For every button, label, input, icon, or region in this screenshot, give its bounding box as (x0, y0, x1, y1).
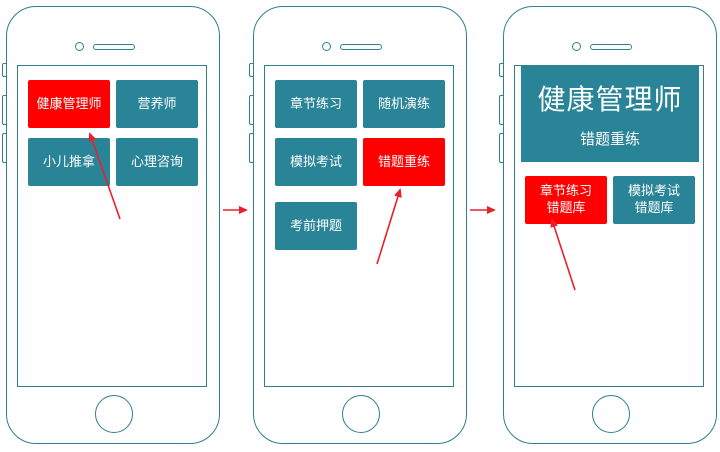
speaker-icon (340, 44, 382, 50)
tile-nutritionist[interactable]: 营养师 (116, 80, 198, 128)
tile-psych-counseling[interactable]: 心理咨询 (116, 138, 198, 186)
phone-frame-3: 健康管理师 错题重练 章节练习 错题库 模拟考试 错题库 (499, 6, 717, 444)
page-header: 健康管理师 错题重练 (521, 66, 699, 162)
tile-wrong-question-retry[interactable]: 错题重练 (363, 138, 445, 186)
page-subtitle: 错题重练 (579, 130, 640, 148)
phone-screen-2: 章节练习 随机演练 模拟考试 错题重练 考前押题 (264, 65, 454, 387)
camera-icon (75, 42, 84, 51)
pointer-arrow-3 (550, 218, 576, 291)
tile-mock-exam[interactable]: 模拟考试 (275, 138, 357, 186)
tile-pediatric-massage[interactable]: 小儿推拿 (28, 138, 110, 186)
camera-icon (572, 42, 581, 51)
phone-frame-1: 健康管理师 营养师 小儿推拿 心理咨询 (2, 6, 220, 444)
page-title: 健康管理师 (537, 83, 683, 116)
tile-random-drill[interactable]: 随机演练 (363, 80, 445, 128)
speaker-icon (590, 44, 632, 50)
speaker-icon (93, 44, 135, 50)
phone-screen-3: 健康管理师 错题重练 章节练习 错题库 模拟考试 错题库 (514, 65, 704, 387)
phone-frame-2: 章节练习 随机演练 模拟考试 错题重练 考前押题 (249, 6, 467, 444)
camera-icon (322, 42, 331, 51)
tile-chapter-practice[interactable]: 章节练习 (275, 80, 357, 128)
home-button[interactable] (342, 395, 380, 433)
pointer-arrow-1 (88, 132, 121, 220)
pointer-arrow-2 (376, 188, 402, 265)
tile-pre-exam-prediction[interactable]: 考前押题 (275, 202, 357, 250)
tile-health-manager[interactable]: 健康管理师 (28, 80, 110, 128)
tile-mock-wrong-bank[interactable]: 模拟考试 错题库 (613, 176, 695, 224)
home-button[interactable] (592, 395, 630, 433)
home-button[interactable] (95, 395, 133, 433)
phone-screen-1: 健康管理师 营养师 小儿推拿 心理咨询 (17, 65, 207, 387)
tile-chapter-wrong-bank[interactable]: 章节练习 错题库 (525, 176, 607, 224)
